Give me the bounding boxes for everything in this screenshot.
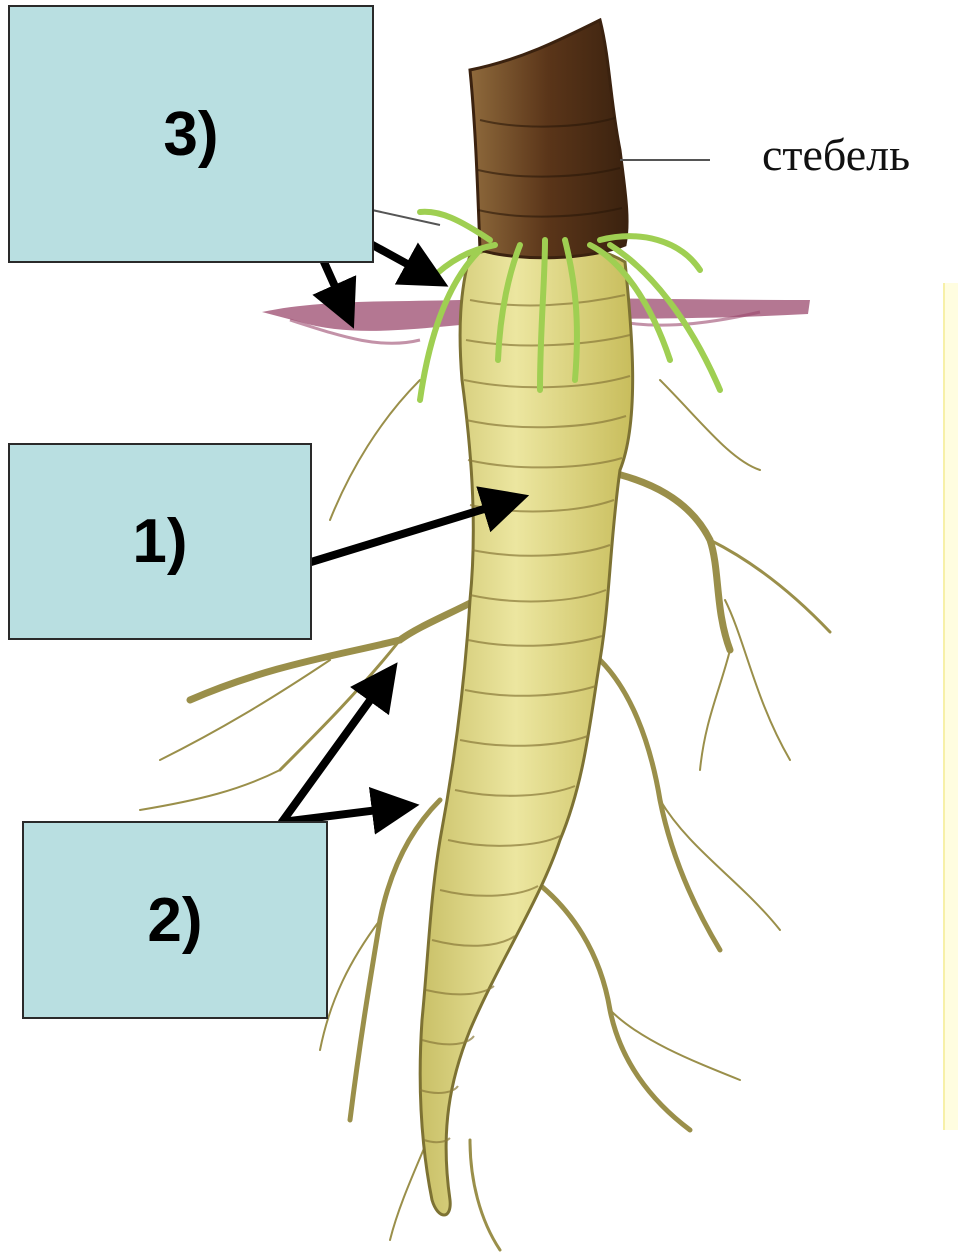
arrow-2b (282, 806, 410, 822)
stem-label: стебель (762, 128, 910, 181)
label-box-2: 2) (22, 821, 328, 1019)
label-box-3-text: 3) (163, 99, 218, 170)
label-box-3: 3) (8, 5, 374, 263)
label-box-2-text: 2) (147, 885, 202, 956)
label-box-1: 1) (8, 443, 312, 640)
label-box-1-text: 1) (132, 506, 187, 577)
stem (470, 20, 627, 258)
main-root (420, 245, 633, 1215)
side-panel (943, 283, 958, 1130)
arrow-2a (282, 670, 392, 822)
